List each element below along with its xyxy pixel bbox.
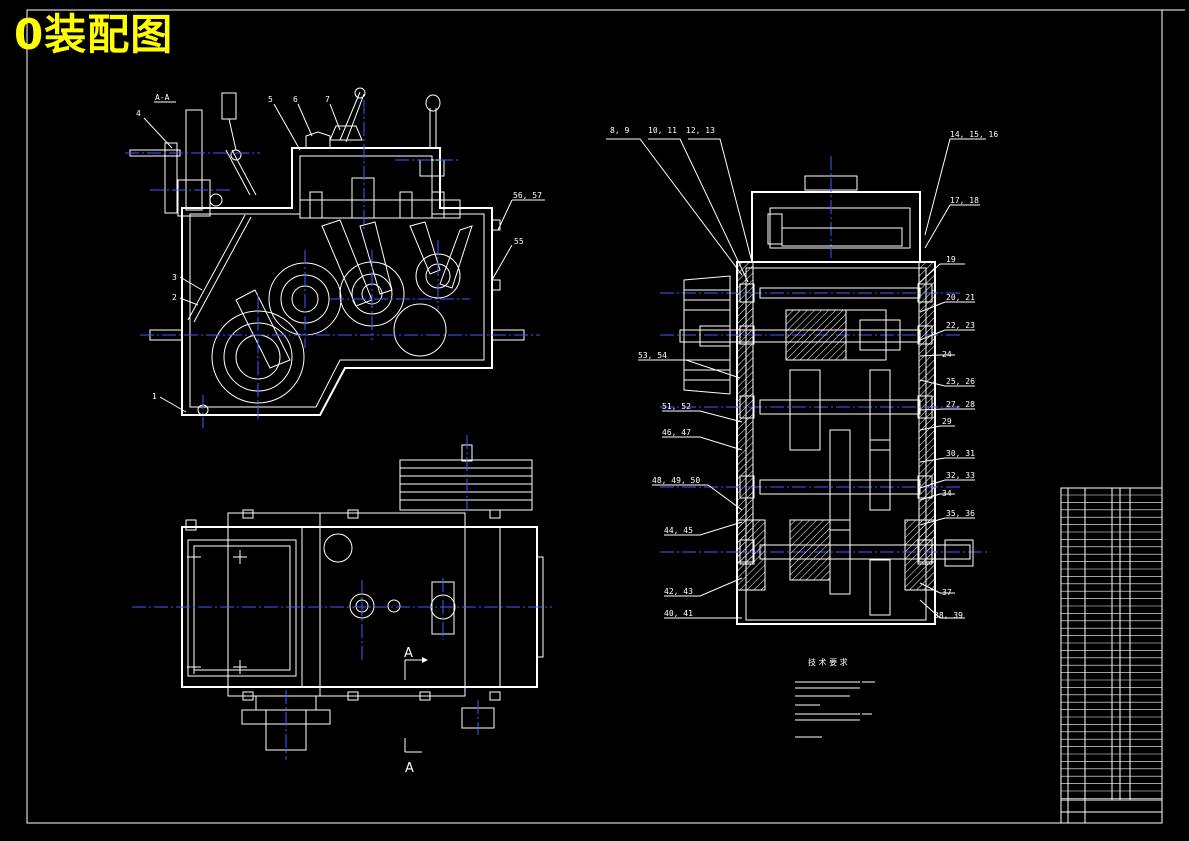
callout-label: 32, 33 (946, 471, 975, 480)
callout-label: 42, 43 (664, 587, 693, 596)
section-view-a-a: A-A (125, 87, 545, 428)
parts-list-table (1060, 487, 1163, 824)
callout-label: 55 (514, 237, 524, 246)
top-view: A A (132, 435, 552, 776)
callout-label: 37 (942, 588, 952, 597)
callout-label: 3 (172, 273, 177, 282)
callout-label: 51, 52 (662, 402, 691, 411)
callout-label: 20, 21 (946, 293, 975, 302)
view-marker: A (404, 646, 413, 661)
section-label: A-A (155, 93, 170, 102)
callout-label: 34 (942, 489, 952, 498)
tech-requirements-title: 技 术 要 求 (808, 657, 848, 667)
callout-label: 6 (293, 95, 298, 104)
callout-label: 44, 45 (664, 526, 693, 535)
callout-label: 56, 57 (513, 191, 542, 200)
callout-label: 7 (325, 95, 330, 104)
callout-label: 46, 47 (662, 428, 691, 437)
callout-label: 5 (268, 95, 273, 104)
callout-label: 2 (172, 293, 177, 302)
drawing-title: 0装配图 (14, 10, 174, 59)
callout-label: 8, 9 (610, 126, 629, 135)
callout-label: 19 (946, 255, 956, 264)
callout-label: 40, 41 (664, 609, 693, 618)
callout-label: 29 (942, 417, 952, 426)
callout-label: 25, 26 (946, 377, 975, 386)
unfolded-section-view: 8, 9 10, 11 12, 13 53, 54 51, 52 46, 47 … (606, 126, 998, 625)
callout-label: 17, 18 (950, 196, 979, 205)
view-marker-bottom: A (405, 761, 414, 776)
callout-label: 4 (136, 109, 141, 118)
callout-label: 27, 28 (946, 400, 975, 409)
callout-label: 24 (942, 350, 952, 359)
callout-label: 22, 23 (946, 321, 975, 330)
callout-label: 38, 39 (934, 611, 963, 620)
callout-label: 1 (152, 392, 157, 401)
technical-requirements: 技 术 要 求 (795, 657, 875, 738)
callout-label: 48, 49, 50 (652, 476, 700, 485)
callout-label: 14, 15, 16 (950, 130, 998, 139)
drawing-border (26, 9, 1163, 824)
callout-label: 12, 13 (686, 126, 715, 135)
callout-label: 53, 54 (638, 351, 667, 360)
callout-label: 35, 36 (946, 509, 975, 518)
callout-label: 30, 31 (946, 449, 975, 458)
callout-label: 10, 11 (648, 126, 677, 135)
